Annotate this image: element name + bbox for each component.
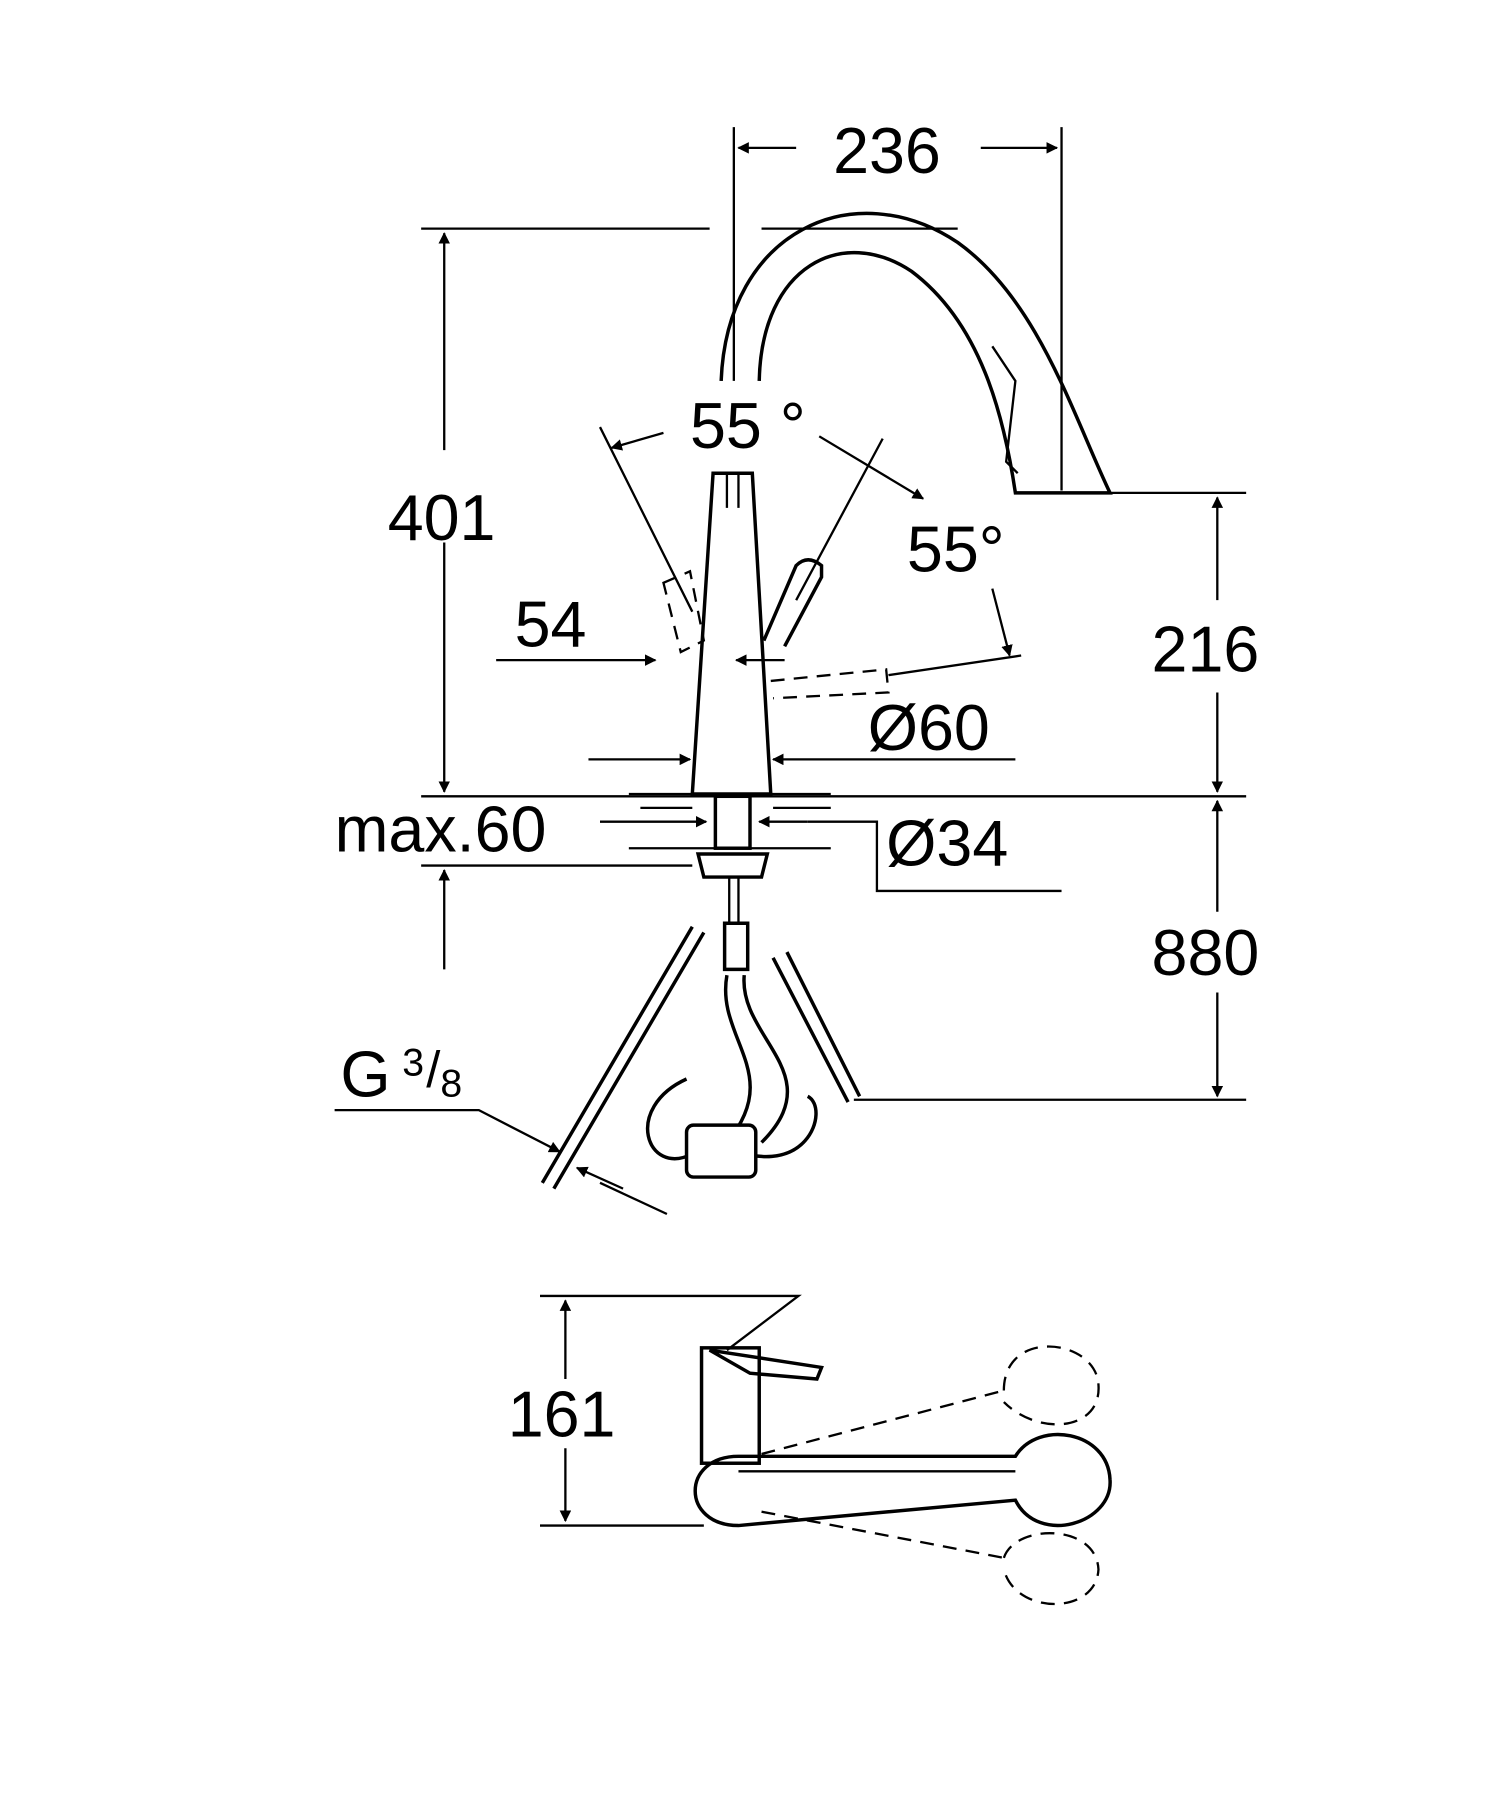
dim-spout-height: 216	[1152, 614, 1260, 686]
dim-lever-angle-side: 55 °	[690, 390, 806, 462]
dimension-lines	[334, 127, 1247, 1216]
faucet-top-view	[540, 1294, 1112, 1606]
dim-lever-offset: 54	[515, 588, 587, 660]
dim-base-diameter: Ø60	[868, 692, 990, 764]
dim-hole-diameter: Ø34	[886, 808, 1008, 880]
dim-hose-length: 880	[1152, 917, 1260, 989]
dim-lever-angle-front: 55°	[907, 513, 1005, 585]
dim-total-height: 401	[388, 482, 496, 554]
dim-top-view-depth: 161	[508, 1379, 616, 1451]
faucet-side-view	[540, 211, 1113, 1190]
dim-spout-reach: 236	[833, 115, 941, 187]
dim-max-deck-thickness: max.60	[335, 794, 547, 866]
